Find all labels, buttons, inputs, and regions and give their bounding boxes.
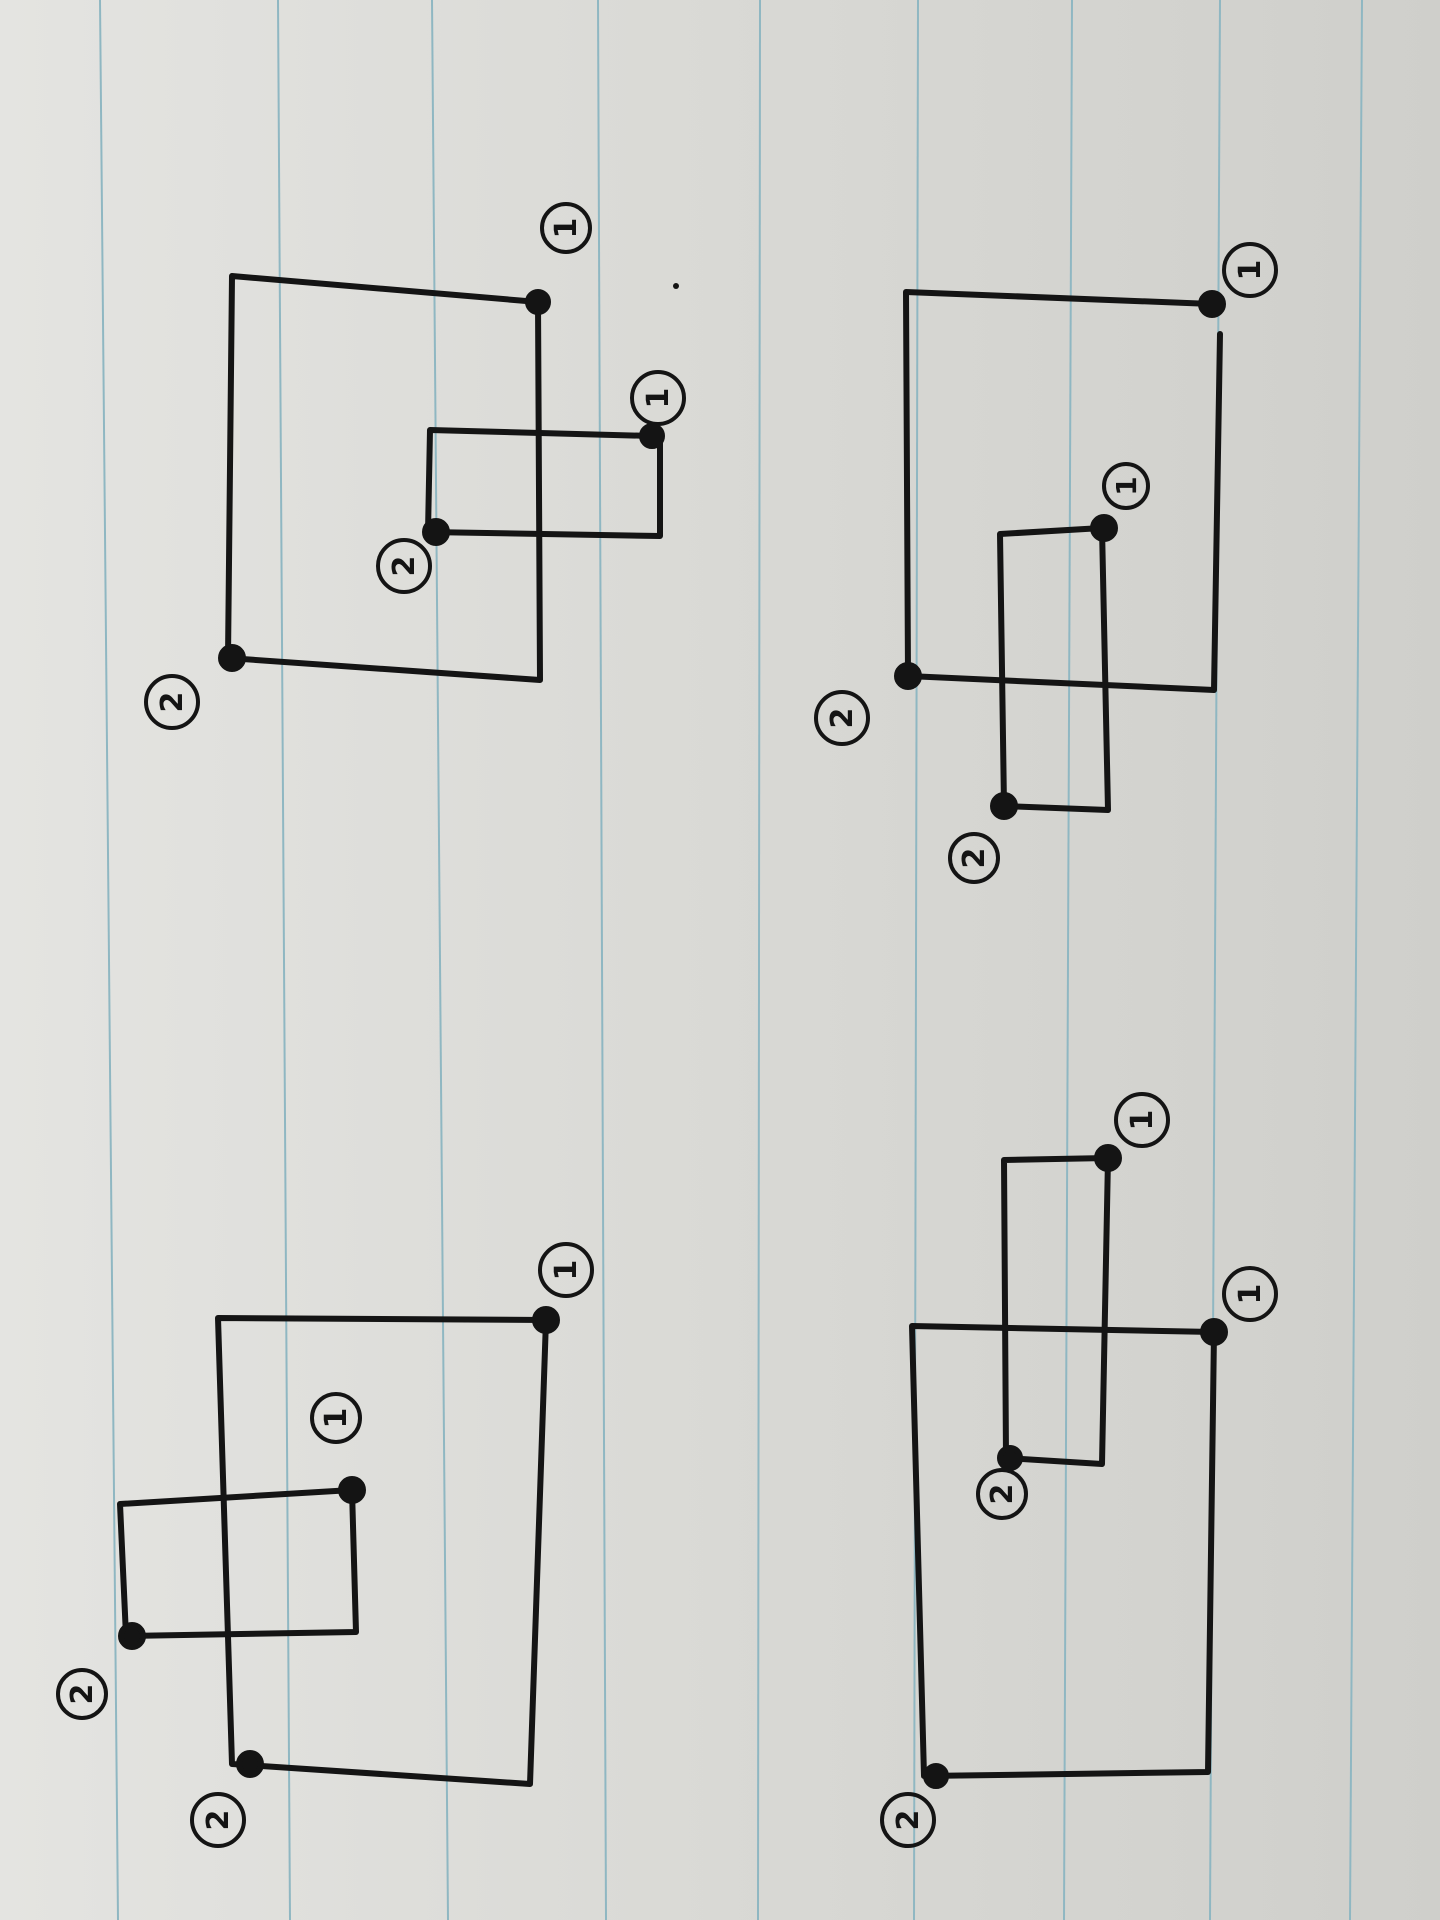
vertex-dot: [1198, 290, 1226, 318]
label-text: 2: [201, 1810, 236, 1831]
vertex-dot: [997, 1445, 1023, 1471]
rule-line: [597, 0, 607, 1920]
label-text: 2: [387, 556, 422, 577]
vertex-label-2: 2: [376, 538, 432, 594]
label-circle: [1222, 242, 1278, 298]
diagram-top-left: [218, 273, 665, 683]
vertex-dot: [1090, 514, 1118, 542]
vertex-dot: [1094, 1144, 1122, 1172]
vertex-label-2: 2: [56, 1668, 108, 1720]
labels-top-left: 1 1 2 2: [144, 202, 686, 730]
label-circle: [540, 202, 592, 254]
label-circle: [376, 538, 432, 594]
ink-speck: [673, 283, 679, 289]
label-circle: [144, 674, 200, 730]
vertex-label-1: 1: [630, 370, 686, 426]
diagram-bottom-right: [909, 1144, 1228, 1789]
vertex-label-1: 1: [1222, 242, 1278, 298]
vertex-dot: [532, 1306, 560, 1334]
label-circle: [1114, 1092, 1170, 1148]
vertex-label-2: 2: [814, 690, 870, 746]
label-circle: [880, 1792, 936, 1848]
large-rectangle: [215, 1315, 549, 1787]
label-text: 2: [891, 1810, 926, 1831]
rule-line: [757, 0, 761, 1920]
vertex-label-1: 1: [540, 202, 592, 254]
rule-line: [1063, 0, 1073, 1920]
vertex-label-1: 1: [1102, 462, 1150, 510]
label-circle: [56, 1668, 108, 1720]
vertex-label-2: 2: [976, 1468, 1028, 1520]
label-text: 1: [641, 388, 676, 409]
label-text: 2: [825, 708, 860, 729]
vertex-dot: [990, 792, 1018, 820]
label-text: 2: [65, 1684, 100, 1705]
diagram-top-right: [894, 289, 1226, 820]
ruled-lines: [99, 0, 1363, 1920]
label-circle: [976, 1468, 1028, 1520]
label-circle: [310, 1392, 362, 1444]
vertex-label-1: 1: [1222, 1266, 1278, 1322]
label-text: 1: [549, 1260, 584, 1281]
label-text: 1: [549, 218, 584, 239]
vertex-label-1: 1: [310, 1392, 362, 1444]
diagram-bottom-left: [117, 1306, 560, 1787]
rule-line: [277, 0, 291, 1920]
label-text: 1: [1233, 260, 1268, 281]
label-circle: [190, 1792, 246, 1848]
label-circle: [814, 690, 870, 746]
vertex-dot: [923, 1763, 949, 1789]
label-circle: [1222, 1266, 1278, 1322]
label-circle: [1102, 462, 1150, 510]
vertex-dot: [422, 518, 450, 546]
vertex-label-2: 2: [190, 1792, 246, 1848]
rule-line: [431, 0, 449, 1920]
label-text: 1: [1110, 476, 1143, 495]
label-text: 2: [155, 692, 190, 713]
label-text: 1: [319, 1408, 354, 1429]
vertex-label-1: 1: [1114, 1092, 1170, 1148]
vertex-dot: [894, 662, 922, 690]
vertex-dot: [1200, 1318, 1228, 1346]
label-text: 2: [985, 1484, 1020, 1505]
label-circle: [948, 832, 1000, 884]
vertex-label-2: 2: [144, 674, 200, 730]
vertex-dot: [338, 1476, 366, 1504]
vertex-label-1: 1: [538, 1242, 594, 1298]
label-text: 1: [1233, 1284, 1268, 1305]
label-circle: [630, 370, 686, 426]
vertex-dot: [525, 289, 551, 315]
rule-line: [99, 0, 119, 1920]
label-text: 1: [1125, 1110, 1160, 1131]
vertex-label-2: 2: [948, 832, 1000, 884]
labels-bottom-left: 1 1 2 2: [56, 1242, 594, 1848]
label-text: 2: [957, 848, 992, 869]
vertex-dot: [236, 1750, 264, 1778]
labels-top-right: 1 1 2 2: [814, 242, 1278, 884]
rule-line: [1349, 0, 1363, 1920]
vertex-dot: [218, 644, 246, 672]
label-circle: [538, 1242, 594, 1298]
vertex-dot: [118, 1622, 146, 1650]
vertex-label-2: 2: [880, 1792, 936, 1848]
labels-bottom-right: 1 1 2 2: [880, 1092, 1278, 1848]
vertex-dot: [639, 423, 665, 449]
rule-line: [913, 0, 919, 1920]
